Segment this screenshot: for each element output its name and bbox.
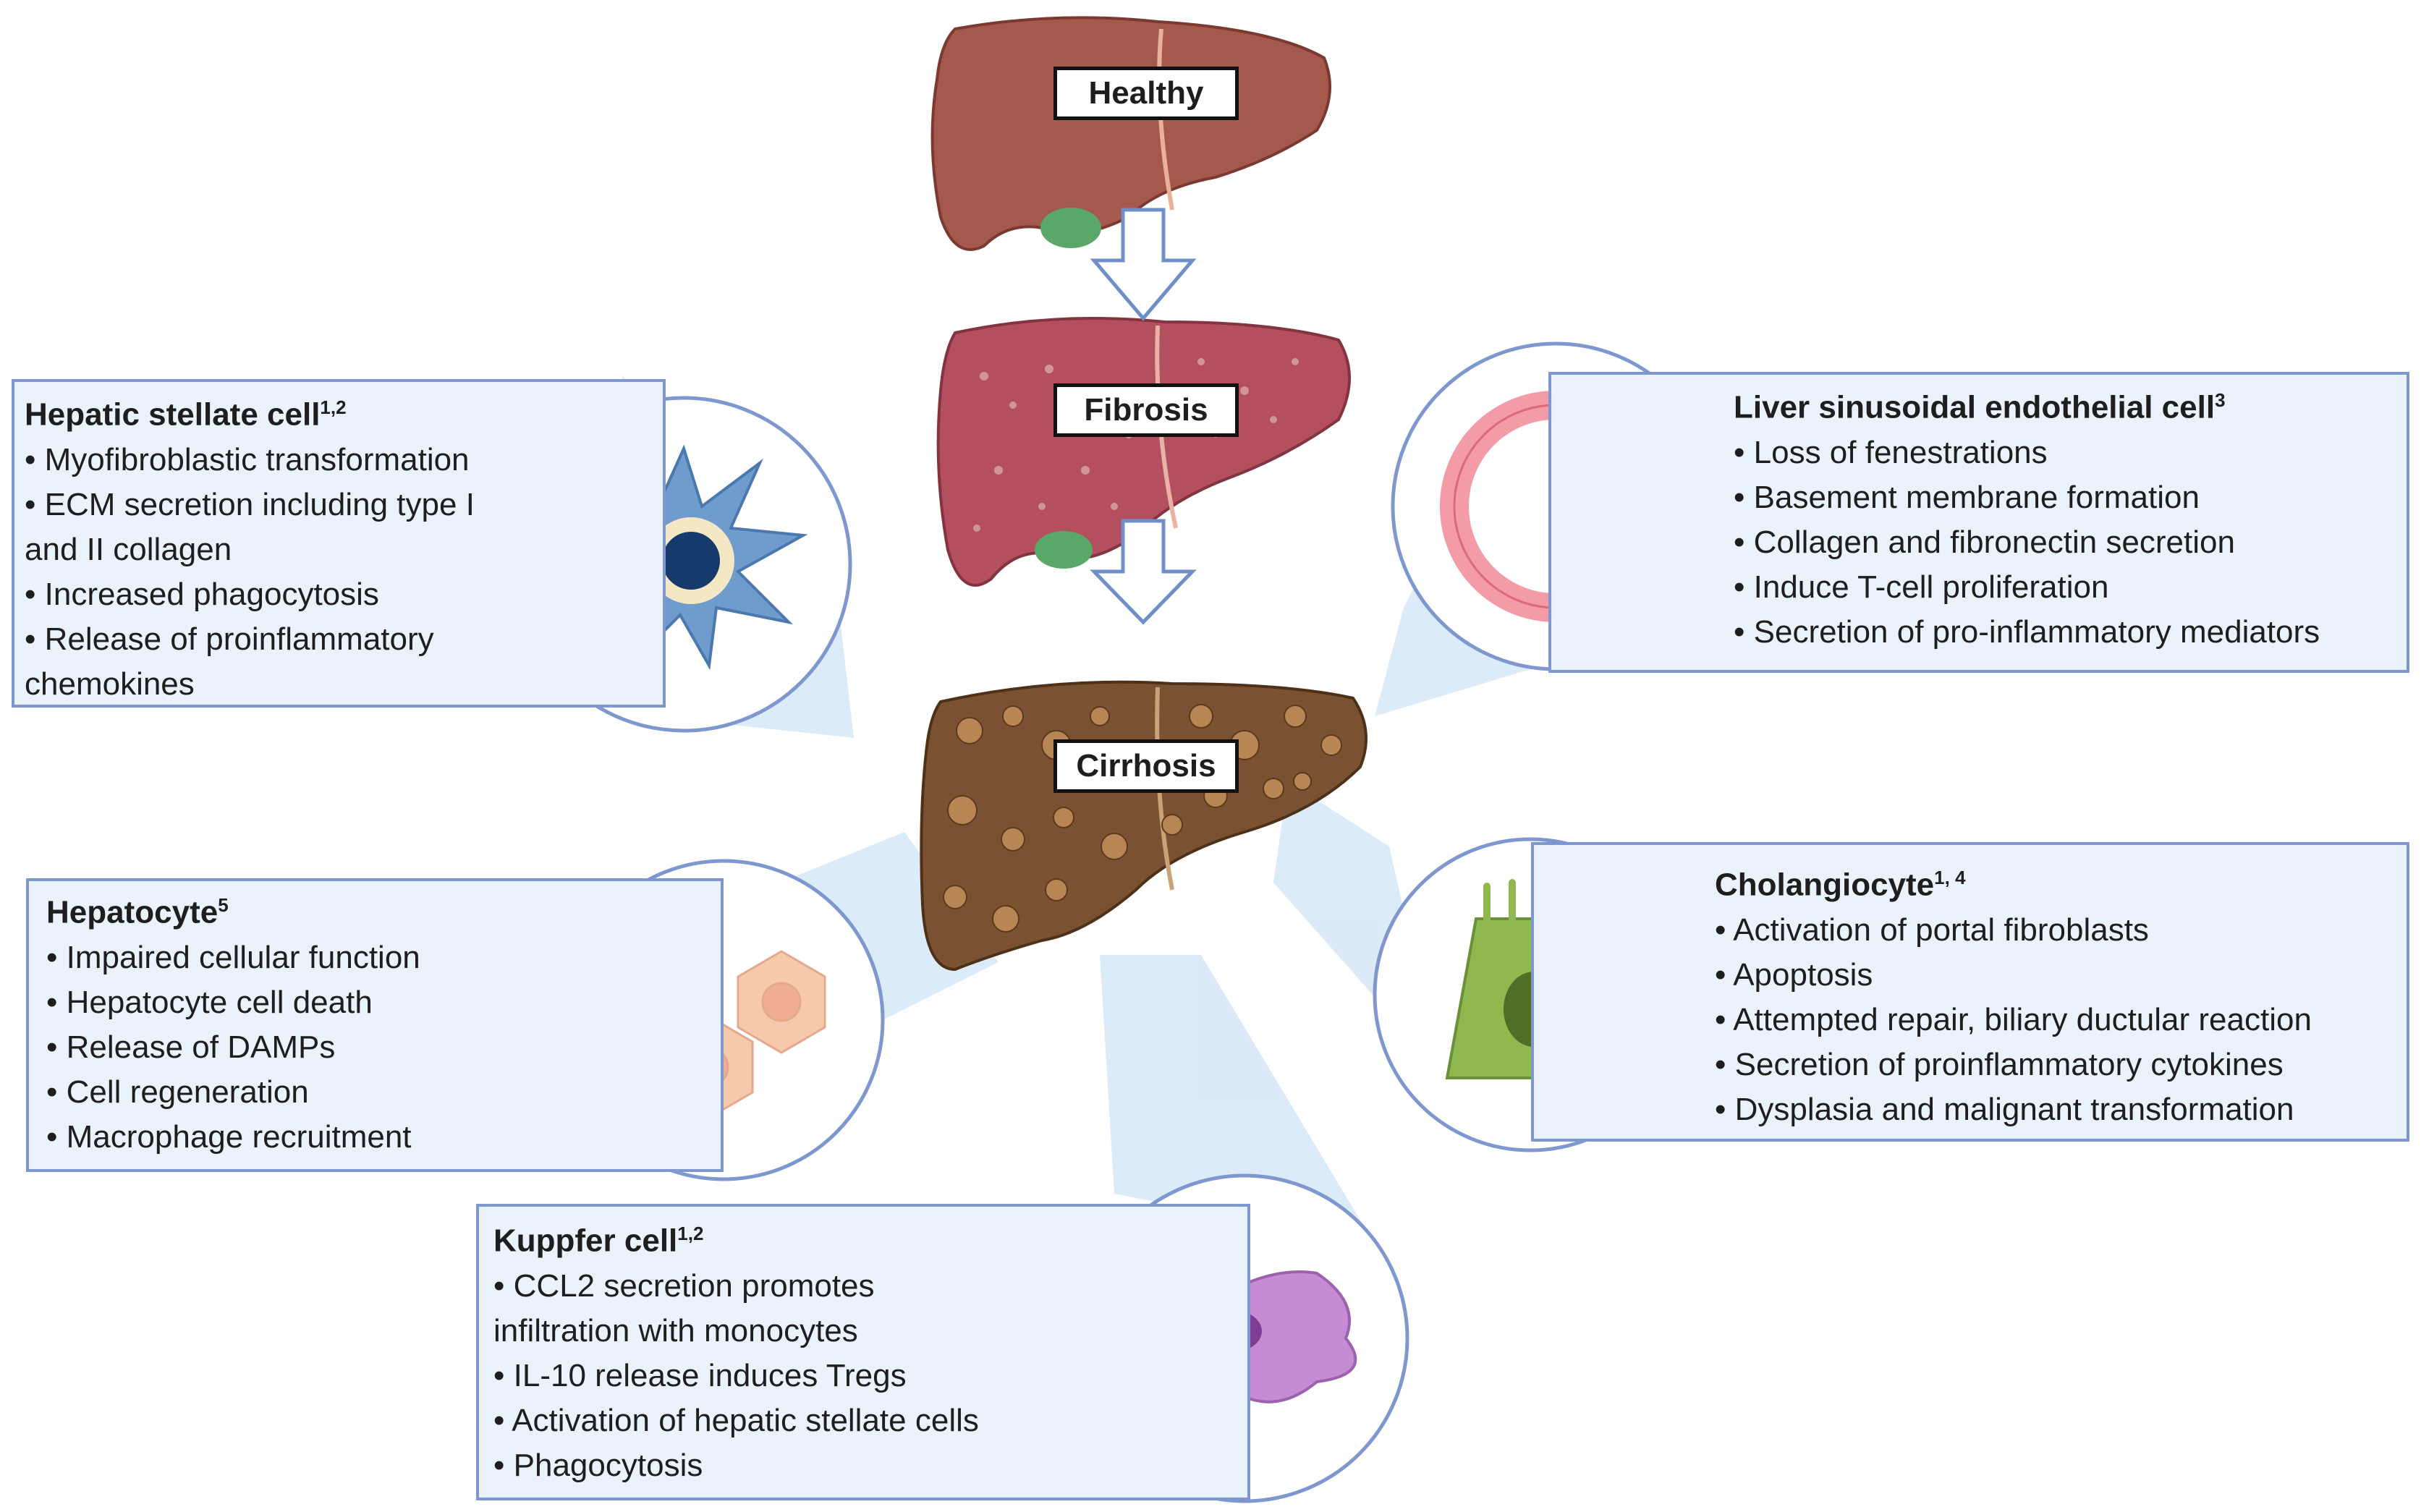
stage-label-healthy: Healthy: [1053, 67, 1239, 120]
cholangiocyte-title: Cholangiocyte1, 4: [1715, 867, 1966, 903]
list-item: Collagen and fibronectin secretion: [1734, 520, 2320, 565]
list-item: Release of proinflammatory: [25, 617, 475, 662]
list-item: Attempted repair, biliary ductular react…: [1715, 998, 2312, 1042]
panel-lsec-text: Liver sinusoidal endothelial cell3 Loss …: [1734, 378, 2320, 655]
kupffer-title: Kuppfer cell1,2: [493, 1223, 704, 1259]
panel-cholangiocyte-text: Cholangiocyte1, 4 Activation of portal f…: [1715, 855, 2312, 1132]
list-item-continuation: chemokines: [25, 666, 195, 702]
list-item: Phagocytosis: [493, 1443, 979, 1488]
panel-hepatic-stellate-text: Hepatic stellate cell1,2 Myofibroblastic…: [25, 385, 475, 707]
list-item: Induce T-cell proliferation: [1734, 565, 2320, 610]
beam-kupffer: [1100, 955, 1375, 1244]
list-item: Release of DAMPs: [46, 1025, 420, 1070]
list-item: ECM secretion including type I: [25, 483, 475, 527]
list-item: Macrophage recruitment: [46, 1115, 420, 1160]
hepatic-stellate-title: Hepatic stellate cell1,2: [25, 396, 347, 433]
list-item: CCL2 secretion promotes: [493, 1264, 979, 1309]
list-item-continuation: infiltration with monocytes: [493, 1312, 858, 1349]
list-item: IL-10 release induces Tregs: [493, 1354, 979, 1398]
list-item: Activation of portal fibroblasts: [1715, 908, 2312, 953]
list-item: Myofibroblastic transformation: [25, 438, 475, 483]
hepatocyte-title: Hepatocyte5: [46, 894, 229, 930]
list-item: Increased phagocytosis: [25, 572, 475, 617]
list-item: Cell regeneration: [46, 1070, 420, 1115]
lsec-title: Liver sinusoidal endothelial cell3: [1734, 389, 2226, 425]
panel-kupffer-text: Kuppfer cell1,2 CCL2 secretion promotes …: [493, 1211, 979, 1488]
down-arrow-icon: [1090, 208, 1197, 625]
list-item: Hepatocyte cell death: [46, 980, 420, 1025]
stage-label-fibrosis: Fibrosis: [1053, 383, 1239, 437]
list-item: Basement membrane formation: [1734, 475, 2320, 520]
list-item: Apoptosis: [1715, 953, 2312, 998]
list-item: Loss of fenestrations: [1734, 430, 2320, 475]
list-item: Secretion of proinflammatory cytokines: [1715, 1042, 2312, 1087]
list-item-continuation: and II collagen: [25, 531, 232, 567]
list-item: Impaired cellular function: [46, 935, 420, 980]
stage-label-cirrhosis: Cirrhosis: [1053, 739, 1239, 793]
list-item: Activation of hepatic stellate cells: [493, 1398, 979, 1443]
panel-hepatocyte-text: Hepatocyte5 Impaired cellular function H…: [46, 883, 420, 1160]
list-item: Secretion of pro-inflammatory mediators: [1734, 610, 2320, 655]
list-item: Dysplasia and malignant transformation: [1715, 1087, 2312, 1132]
stellate-cell-icon: [574, 444, 808, 671]
